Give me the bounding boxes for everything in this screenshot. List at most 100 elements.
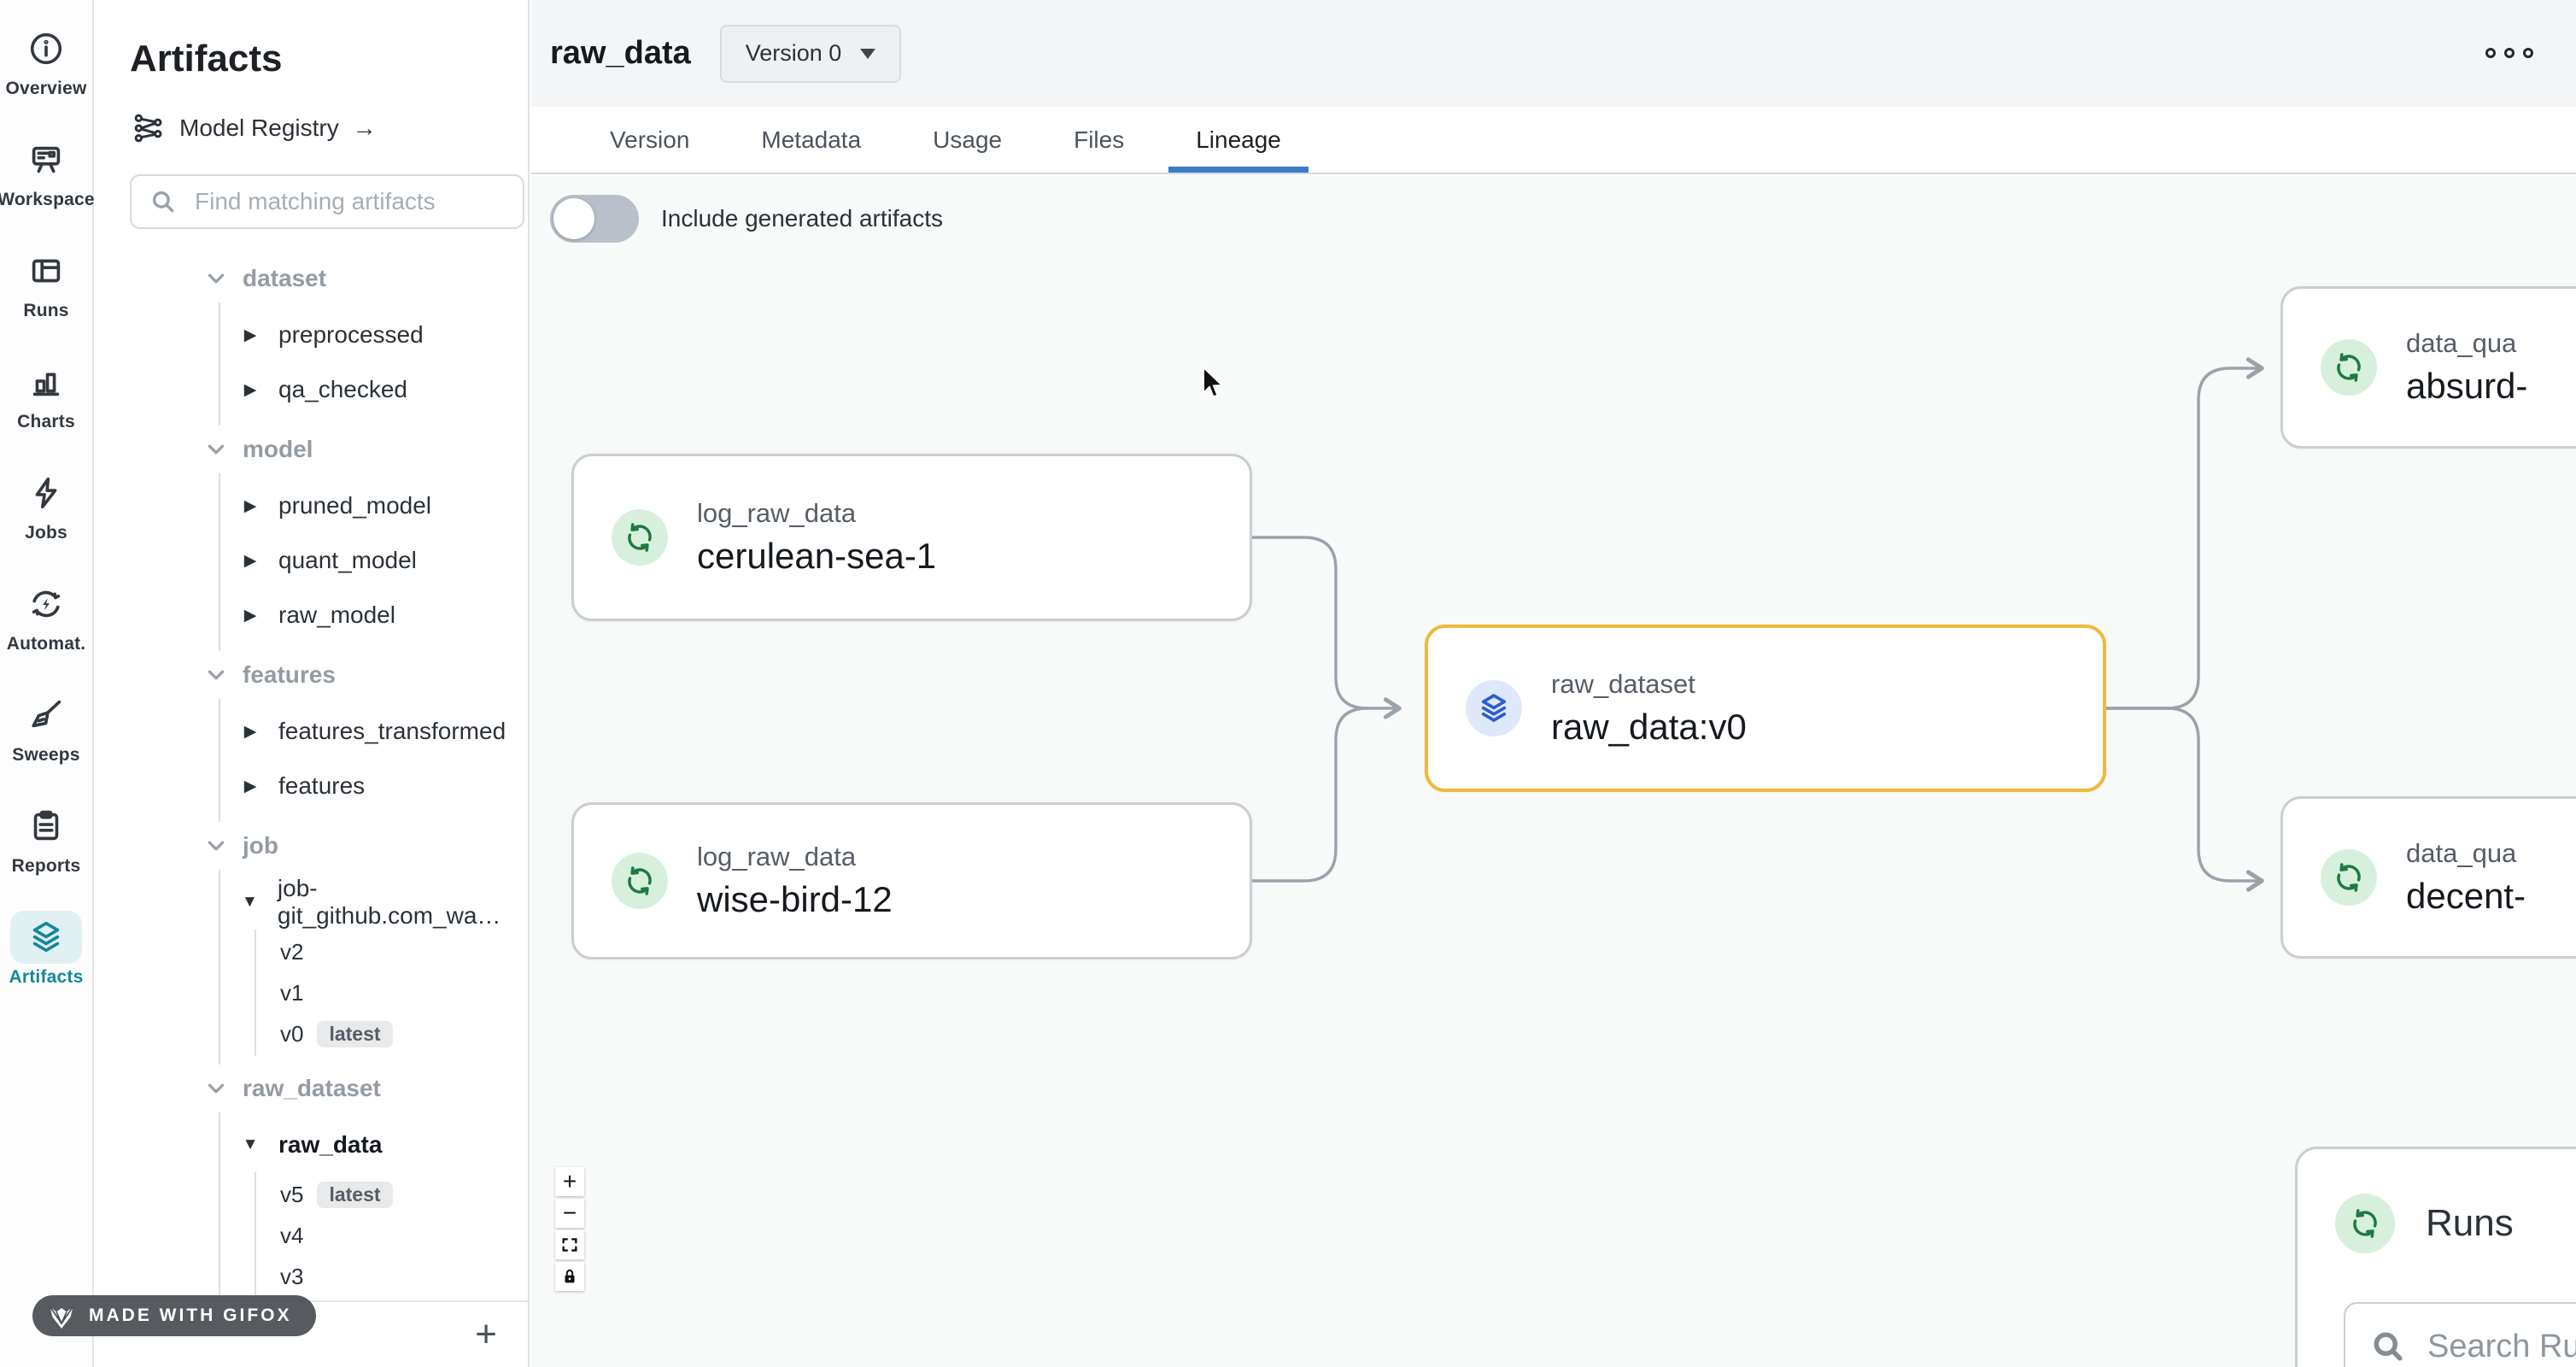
tree-item-raw-model[interactable]: ▶ raw_model bbox=[220, 588, 528, 642]
collapsed-arrow-icon: ▶ bbox=[243, 326, 257, 344]
version-row-v4[interactable]: v4 bbox=[280, 1222, 304, 1248]
version-row-v0[interactable]: v0 latest bbox=[256, 1013, 528, 1054]
arrow-right-icon: → bbox=[352, 114, 377, 141]
zoom-out-button[interactable]: − bbox=[555, 1199, 584, 1228]
collapsed-arrow-icon: ▶ bbox=[243, 551, 257, 570]
gifox-fox-icon bbox=[49, 1306, 74, 1329]
collapsed-arrow-icon: ▶ bbox=[243, 777, 257, 795]
network-graph-icon bbox=[134, 114, 162, 143]
tab-version[interactable]: Version bbox=[610, 126, 690, 153]
version-dropdown[interactable]: Version 0 bbox=[719, 24, 902, 83]
lightning-icon bbox=[10, 466, 82, 519]
run-icon bbox=[2321, 849, 2377, 906]
collapsed-arrow-icon: ▶ bbox=[243, 606, 257, 625]
sidebar-item-charts[interactable]: Charts bbox=[3, 355, 89, 432]
expanded-arrow-icon: ▼ bbox=[242, 1135, 259, 1153]
tree-item-pruned-model[interactable]: ▶ pruned_model bbox=[220, 478, 528, 533]
nav-label: Automat. bbox=[6, 634, 86, 654]
lineage-node-run-decent[interactable]: data_qua decent- bbox=[2280, 796, 2576, 959]
left-navbar: Overview Workspace Runs Charts Jobs bbox=[0, 0, 95, 1367]
expanded-arrow-icon: ▼ bbox=[242, 893, 258, 911]
search-icon bbox=[2374, 1332, 2403, 1361]
fit-view-button[interactable] bbox=[555, 1230, 584, 1259]
page-title: Artifacts bbox=[130, 38, 283, 79]
overflow-menu-button[interactable] bbox=[2485, 48, 2533, 58]
version-row-v3[interactable]: v3 bbox=[280, 1263, 304, 1289]
lineage-node-artifact-raw-data-v0[interactable]: raw_dataset raw_data:v0 bbox=[1425, 625, 2106, 792]
chevron-down-icon bbox=[208, 670, 225, 680]
search-input[interactable] bbox=[193, 187, 506, 216]
nav-label: Workspace bbox=[0, 190, 95, 209]
sidebar-item-overview[interactable]: Overview bbox=[3, 22, 89, 99]
search-icon bbox=[152, 191, 174, 213]
info-icon bbox=[10, 22, 82, 75]
version-row-v2[interactable]: v2 bbox=[280, 938, 304, 965]
toggle-label: Include generated artifacts bbox=[661, 205, 943, 232]
sidebar-item-jobs[interactable]: Jobs bbox=[3, 466, 89, 543]
chevron-down-icon bbox=[860, 48, 876, 59]
run-icon bbox=[2335, 1194, 2395, 1253]
layers-icon bbox=[10, 911, 82, 964]
sidebar-item-workspace[interactable]: Workspace bbox=[0, 133, 95, 210]
nav-label: Overview bbox=[5, 79, 87, 98]
runs-table-icon bbox=[10, 244, 82, 297]
nav-label: Runs bbox=[23, 301, 69, 320]
tree-item-raw-data[interactable]: ▼ raw_data bbox=[242, 1131, 383, 1158]
chevron-down-icon bbox=[208, 1083, 225, 1094]
artifacts-sidebar: Artifacts Model Registry → dataset ▶ bbox=[96, 0, 530, 1367]
tab-metadata[interactable]: Metadata bbox=[761, 126, 862, 153]
tree-category-dataset[interactable]: dataset bbox=[96, 255, 528, 302]
lineage-node-run-wise[interactable]: log_raw_data wise-bird-12 bbox=[571, 802, 1252, 959]
tree-category-model[interactable]: model bbox=[96, 425, 528, 473]
model-registry-label: Model Registry bbox=[179, 114, 339, 141]
tree-item-features-transformed[interactable]: ▶ features_transformed bbox=[220, 704, 528, 759]
model-registry-link[interactable]: Model Registry → bbox=[132, 111, 528, 145]
include-generated-toggle[interactable] bbox=[550, 195, 639, 243]
tree-category-raw-dataset[interactable]: raw_dataset bbox=[96, 1065, 528, 1112]
tab-usage[interactable]: Usage bbox=[933, 126, 1003, 153]
collapsed-arrow-icon: ▶ bbox=[243, 722, 257, 741]
zoom-in-button[interactable]: + bbox=[555, 1167, 584, 1196]
nav-label: Reports bbox=[11, 856, 81, 876]
tree-item-job-git[interactable]: ▼ job-git_github.com_wa… bbox=[242, 875, 501, 929]
main-panel: raw_data Version 0 Version Metadata Usag… bbox=[531, 0, 2576, 1367]
tab-files[interactable]: Files bbox=[1074, 126, 1125, 153]
lineage-node-run-cerulean[interactable]: log_raw_data cerulean-sea-1 bbox=[571, 454, 1252, 621]
version-row-v1[interactable]: v1 bbox=[280, 979, 304, 1006]
chevron-down-icon bbox=[208, 841, 225, 851]
artifact-header: raw_data Version 0 bbox=[531, 0, 2576, 107]
chevron-down-icon bbox=[208, 273, 225, 284]
latest-badge: latest bbox=[317, 1020, 393, 1047]
tree-category-job[interactable]: job bbox=[96, 822, 528, 870]
latest-badge: latest bbox=[317, 1181, 393, 1208]
mouse-cursor bbox=[1203, 366, 1225, 398]
nav-label: Sweeps bbox=[12, 745, 80, 765]
tree-item-features[interactable]: ▶ features bbox=[220, 759, 528, 813]
artifact-search-box[interactable] bbox=[130, 174, 524, 229]
collapsed-arrow-icon: ▶ bbox=[243, 380, 257, 399]
lineage-node-run-absurd[interactable]: data_qua absurd- bbox=[2280, 286, 2576, 449]
sidebar-item-automations[interactable]: Automat. bbox=[3, 578, 89, 654]
artifact-tree: dataset ▶ preprocessed ▶ qa_checked mode… bbox=[96, 255, 528, 1348]
sidebar-item-artifacts[interactable]: Artifacts bbox=[3, 911, 89, 988]
add-artifact-button[interactable]: + bbox=[475, 1313, 497, 1355]
lock-button[interactable] bbox=[555, 1262, 584, 1291]
runs-group-panel[interactable]: Runs Search Ru bbox=[2295, 1147, 2576, 1367]
broom-icon bbox=[10, 689, 82, 742]
chevron-down-icon bbox=[208, 444, 225, 455]
sidebar-item-sweeps[interactable]: Sweeps bbox=[3, 689, 89, 766]
tree-item-qa-checked[interactable]: ▶ qa_checked bbox=[220, 362, 528, 417]
nav-label: Artifacts bbox=[9, 967, 84, 987]
sidebar-item-reports[interactable]: Reports bbox=[3, 800, 89, 877]
lineage-canvas[interactable]: Include generated artifacts bbox=[531, 176, 2576, 1367]
run-icon bbox=[2321, 339, 2377, 396]
runs-search-box[interactable]: Search Ru bbox=[2344, 1302, 2576, 1367]
tree-category-features[interactable]: features bbox=[96, 651, 528, 699]
sidebar-item-runs[interactable]: Runs bbox=[3, 244, 89, 321]
version-row-v5[interactable]: v5 latest bbox=[256, 1174, 528, 1215]
tree-item-quant-model[interactable]: ▶ quant_model bbox=[220, 533, 528, 588]
tree-item-preprocessed[interactable]: ▶ preprocessed bbox=[220, 308, 528, 362]
tab-lineage[interactable]: Lineage bbox=[1160, 107, 1317, 173]
generated-artifacts-toggle-row: Include generated artifacts bbox=[550, 195, 943, 243]
